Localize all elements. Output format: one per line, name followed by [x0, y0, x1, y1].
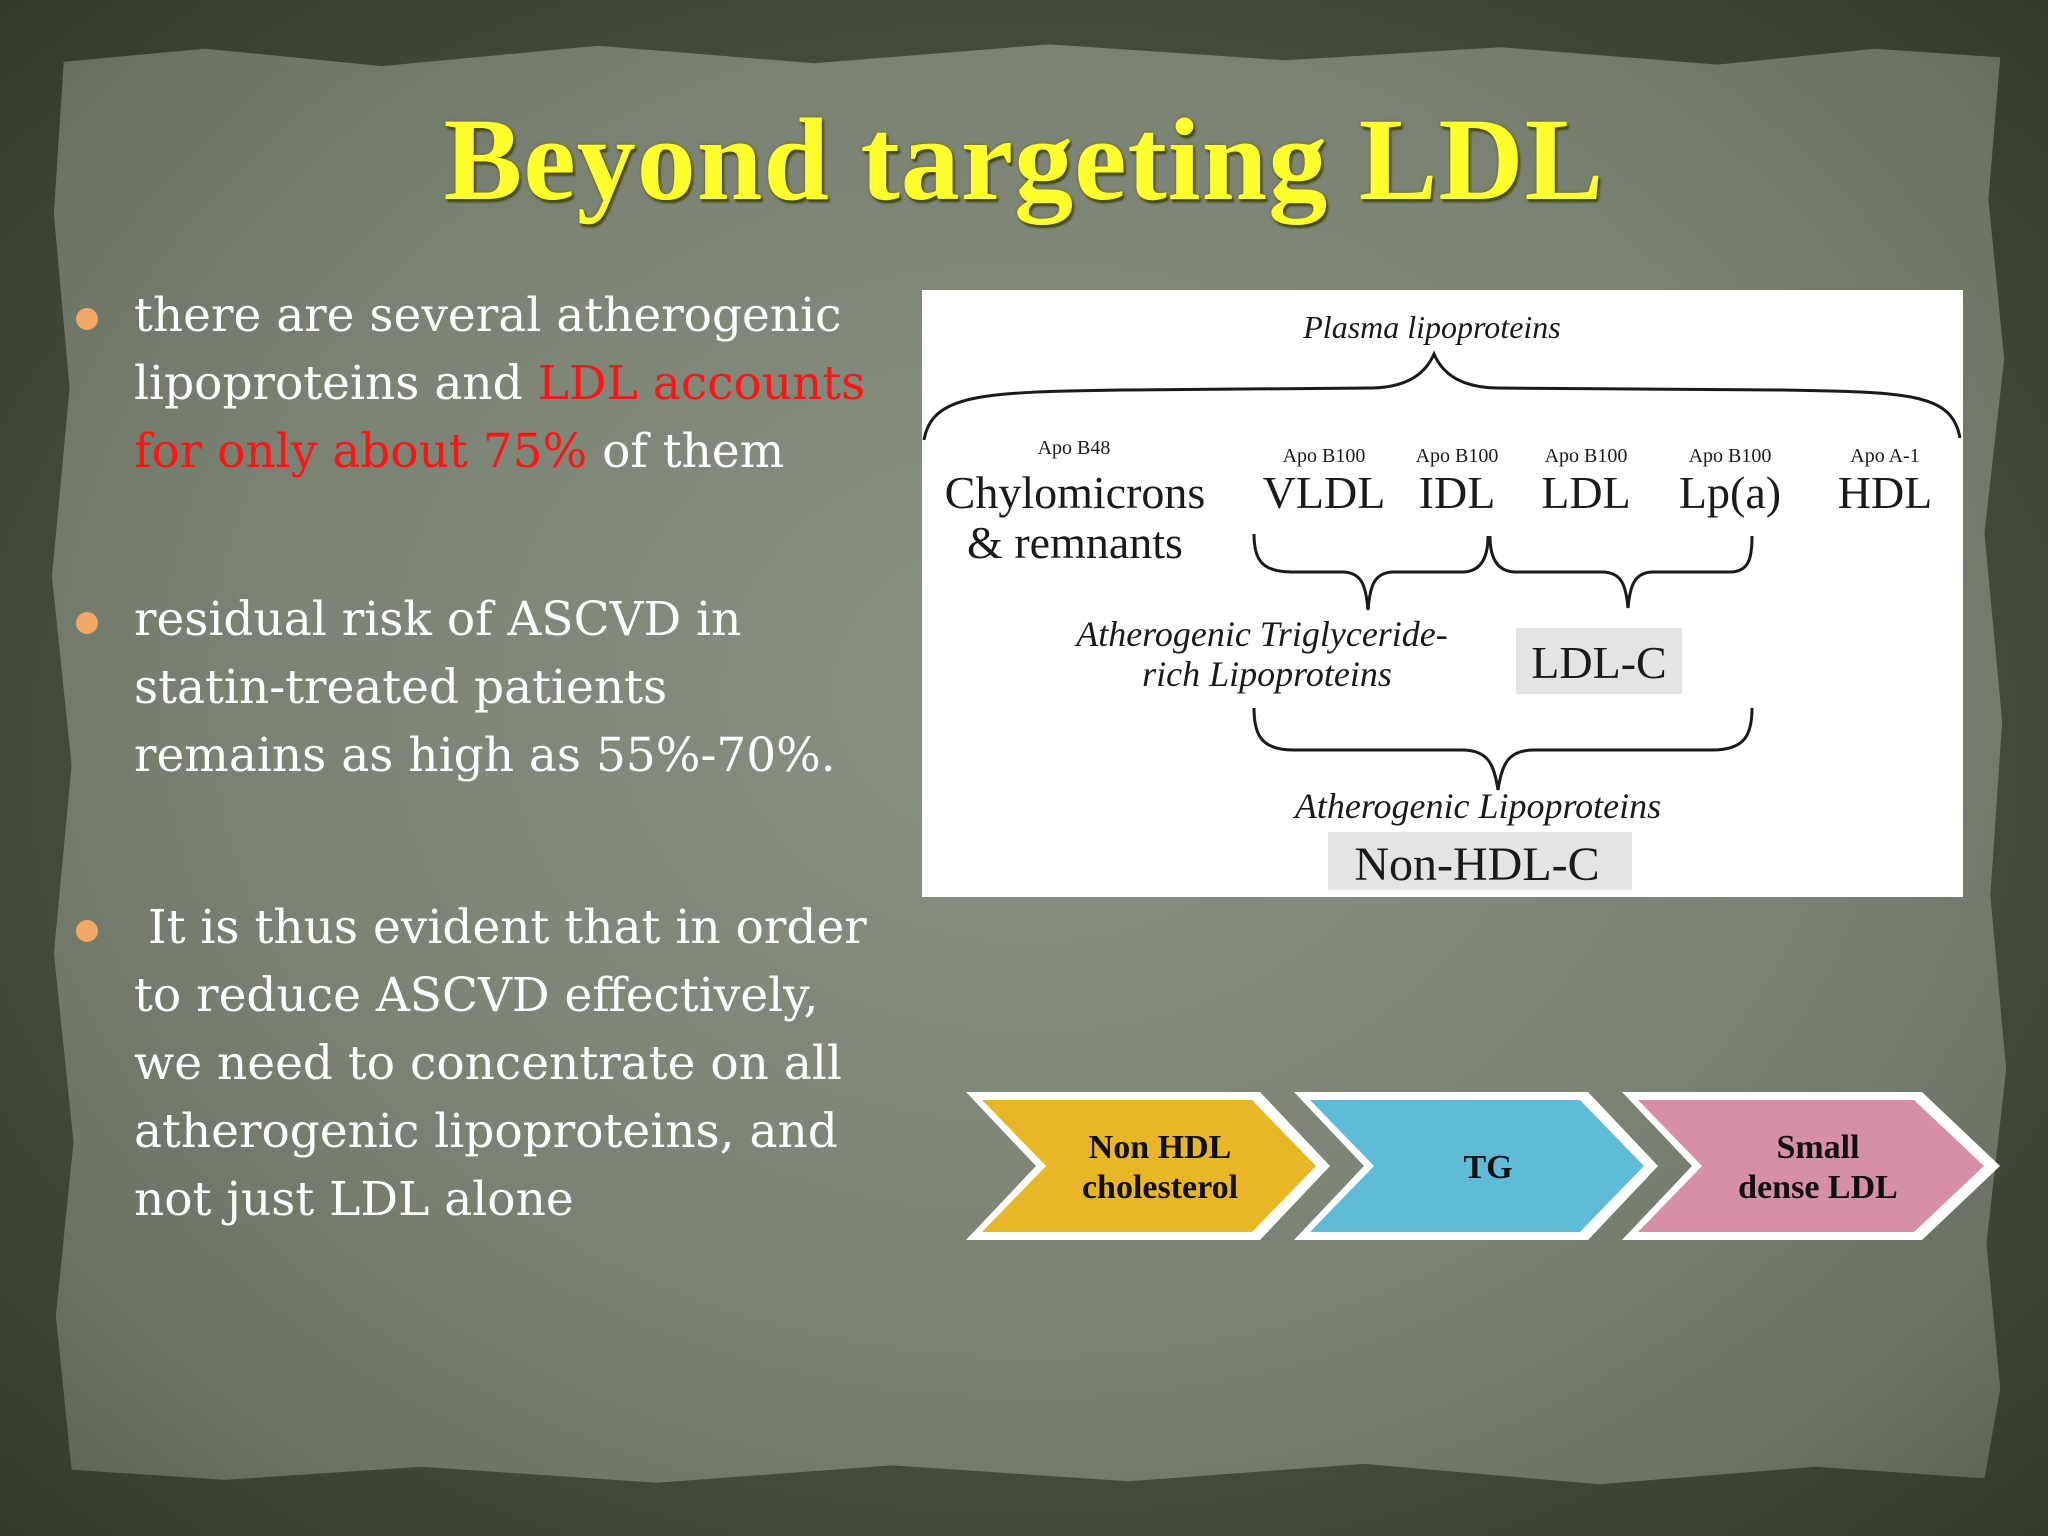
diagram-header: Plasma lipoproteins: [1302, 309, 1560, 345]
process-step-label: Small: [1776, 1129, 1859, 1166]
lipoprotein-diagram: Plasma lipoproteins Apo B48 Apo B100 Apo…: [922, 290, 1963, 897]
process-step-label: Non HDL: [1089, 1129, 1232, 1166]
lipoprotein-name: Chylomicrons: [945, 467, 1206, 518]
plasma-brace: [922, 350, 1962, 441]
lipoprotein-name: HDL: [1838, 467, 1933, 518]
athero-label: Atherogenic Lipoproteins: [1293, 786, 1661, 826]
lipoprotein-name: IDL: [1419, 467, 1496, 518]
highlight-text: LDL accounts: [537, 356, 866, 411]
bullet-text: It is thus evident that in order to redu…: [134, 900, 867, 1227]
ldlc-highlight: [1516, 628, 1682, 694]
bullet-item-1: there are several atherogenic lipoprotei…: [74, 282, 884, 486]
lipoprotein-name: & remnants: [967, 517, 1183, 568]
apo-label: Apo A-1: [1850, 445, 1919, 467]
bullet-dot-icon: [76, 308, 98, 330]
ldlc-label: LDL-C: [1531, 637, 1666, 688]
apo-label: Apo B100: [1545, 445, 1628, 467]
process-step-label: TG: [1463, 1149, 1512, 1186]
nonhdl-label: Non-HDL-C: [1354, 838, 1599, 891]
bullet-item-2: residual risk of ASCVD in statin-treated…: [74, 586, 884, 790]
process-step-shape: [1310, 1100, 1644, 1232]
bullet-item-3: It is thus evident that in order to redu…: [74, 894, 884, 1234]
nonhdl-highlight: [1328, 832, 1632, 890]
tg-label: Atherogenic Triglyceride-: [1074, 614, 1448, 654]
bullet-dot-icon: [76, 612, 98, 634]
slide-title: Beyond targeting LDL: [443, 94, 1605, 225]
apo-label: Apo B100: [1416, 445, 1499, 467]
bullet-text: there are several atherogenic lipoprotei…: [134, 288, 866, 479]
bullet-dot-icon: [76, 920, 98, 942]
lipoprotein-name: LDL: [1541, 467, 1630, 518]
bullet-text: residual risk of ASCVD in statin-treated…: [134, 592, 836, 783]
apo-label: Apo B100: [1283, 445, 1366, 467]
process-step-3: Small dense LDL: [1622, 1092, 2000, 1240]
process-step-label: dense LDL: [1738, 1169, 1898, 1206]
tg-brace: [1252, 533, 1490, 611]
ldlc-brace: [1488, 535, 1754, 609]
bullet-list: there are several atherogenic lipoprotei…: [74, 282, 884, 1234]
apo-label: Apo B100: [1689, 445, 1772, 467]
tg-label: rich Lipoproteins: [1142, 654, 1392, 694]
lipoprotein-name: Lp(a): [1679, 467, 1781, 518]
process-arrows: Non HDL cholesterol TG Small dense LDL: [960, 1088, 2010, 1252]
athero-brace: [1252, 707, 1754, 791]
process-step-2: TG: [1294, 1092, 1658, 1240]
highlight-text: for only about 75%: [134, 424, 588, 479]
apo-label: Apo B48: [1038, 437, 1111, 459]
process-step-shape: [1638, 1100, 1984, 1232]
process-step-label: cholesterol: [1082, 1169, 1238, 1206]
process-step-shape: [982, 1100, 1316, 1232]
process-step-1: Non HDL cholesterol: [966, 1092, 1330, 1240]
lipoprotein-name: VLDL: [1263, 467, 1386, 518]
